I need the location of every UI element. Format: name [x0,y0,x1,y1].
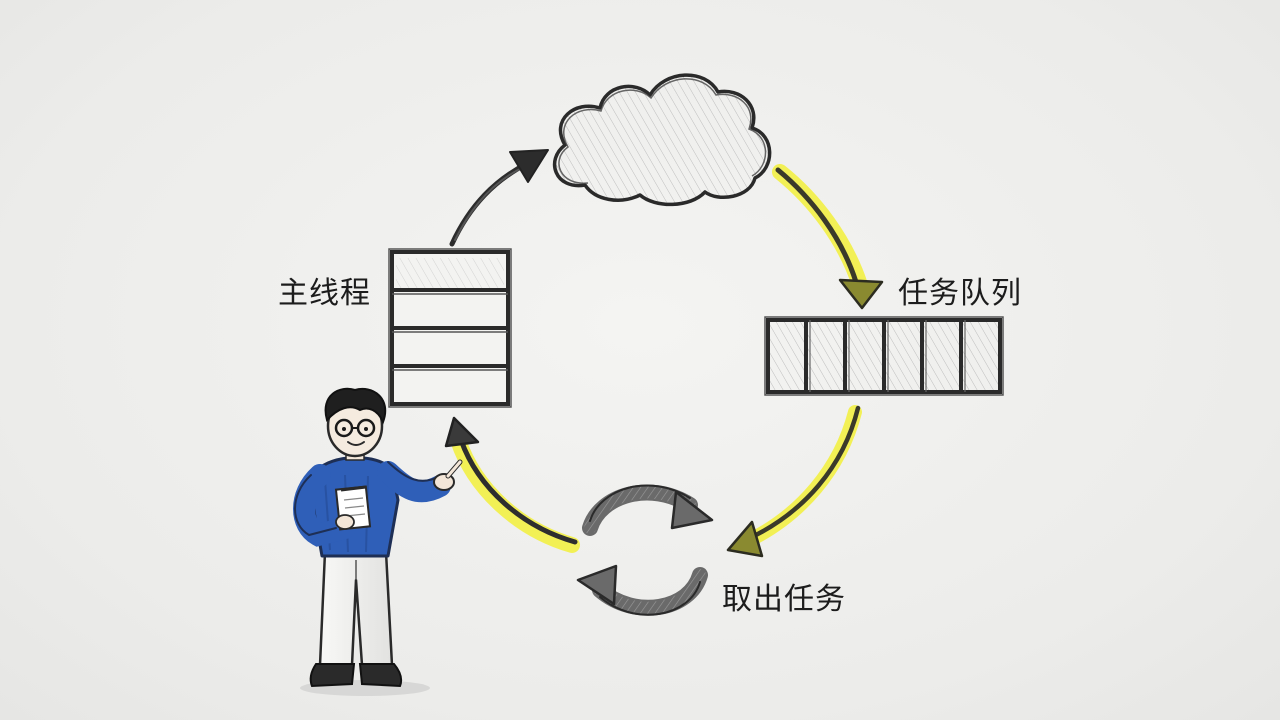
task-queue-box [764,316,1004,396]
arrow-queue-to-fetch [726,405,862,558]
arrowhead-icon [444,416,480,448]
refresh-cycle-icon [576,484,714,616]
main-thread-label: 主线程 [278,276,371,311]
arrow-main-to-cloud [449,149,549,247]
arrowhead-icon [838,278,884,310]
left-shoe [309,663,356,688]
presenter-person [293,387,463,696]
main-thread-stack [388,248,512,408]
arrowhead-icon [726,520,764,558]
glasses-icon [334,418,376,438]
right-shoe [358,663,403,688]
arrowhead-icon [509,149,549,183]
notepad-icon [334,485,372,531]
pointing-hand-icon [433,459,463,491]
arrow-fetch-to-main [444,416,580,553]
hair [324,387,387,425]
arrow-cloud-to-queue [772,164,884,310]
task-queue-label: 任务队列 [898,276,1022,311]
fetch-task-label: 取出任务 [722,582,846,617]
cloud-icon [553,73,772,207]
smile [347,441,365,446]
